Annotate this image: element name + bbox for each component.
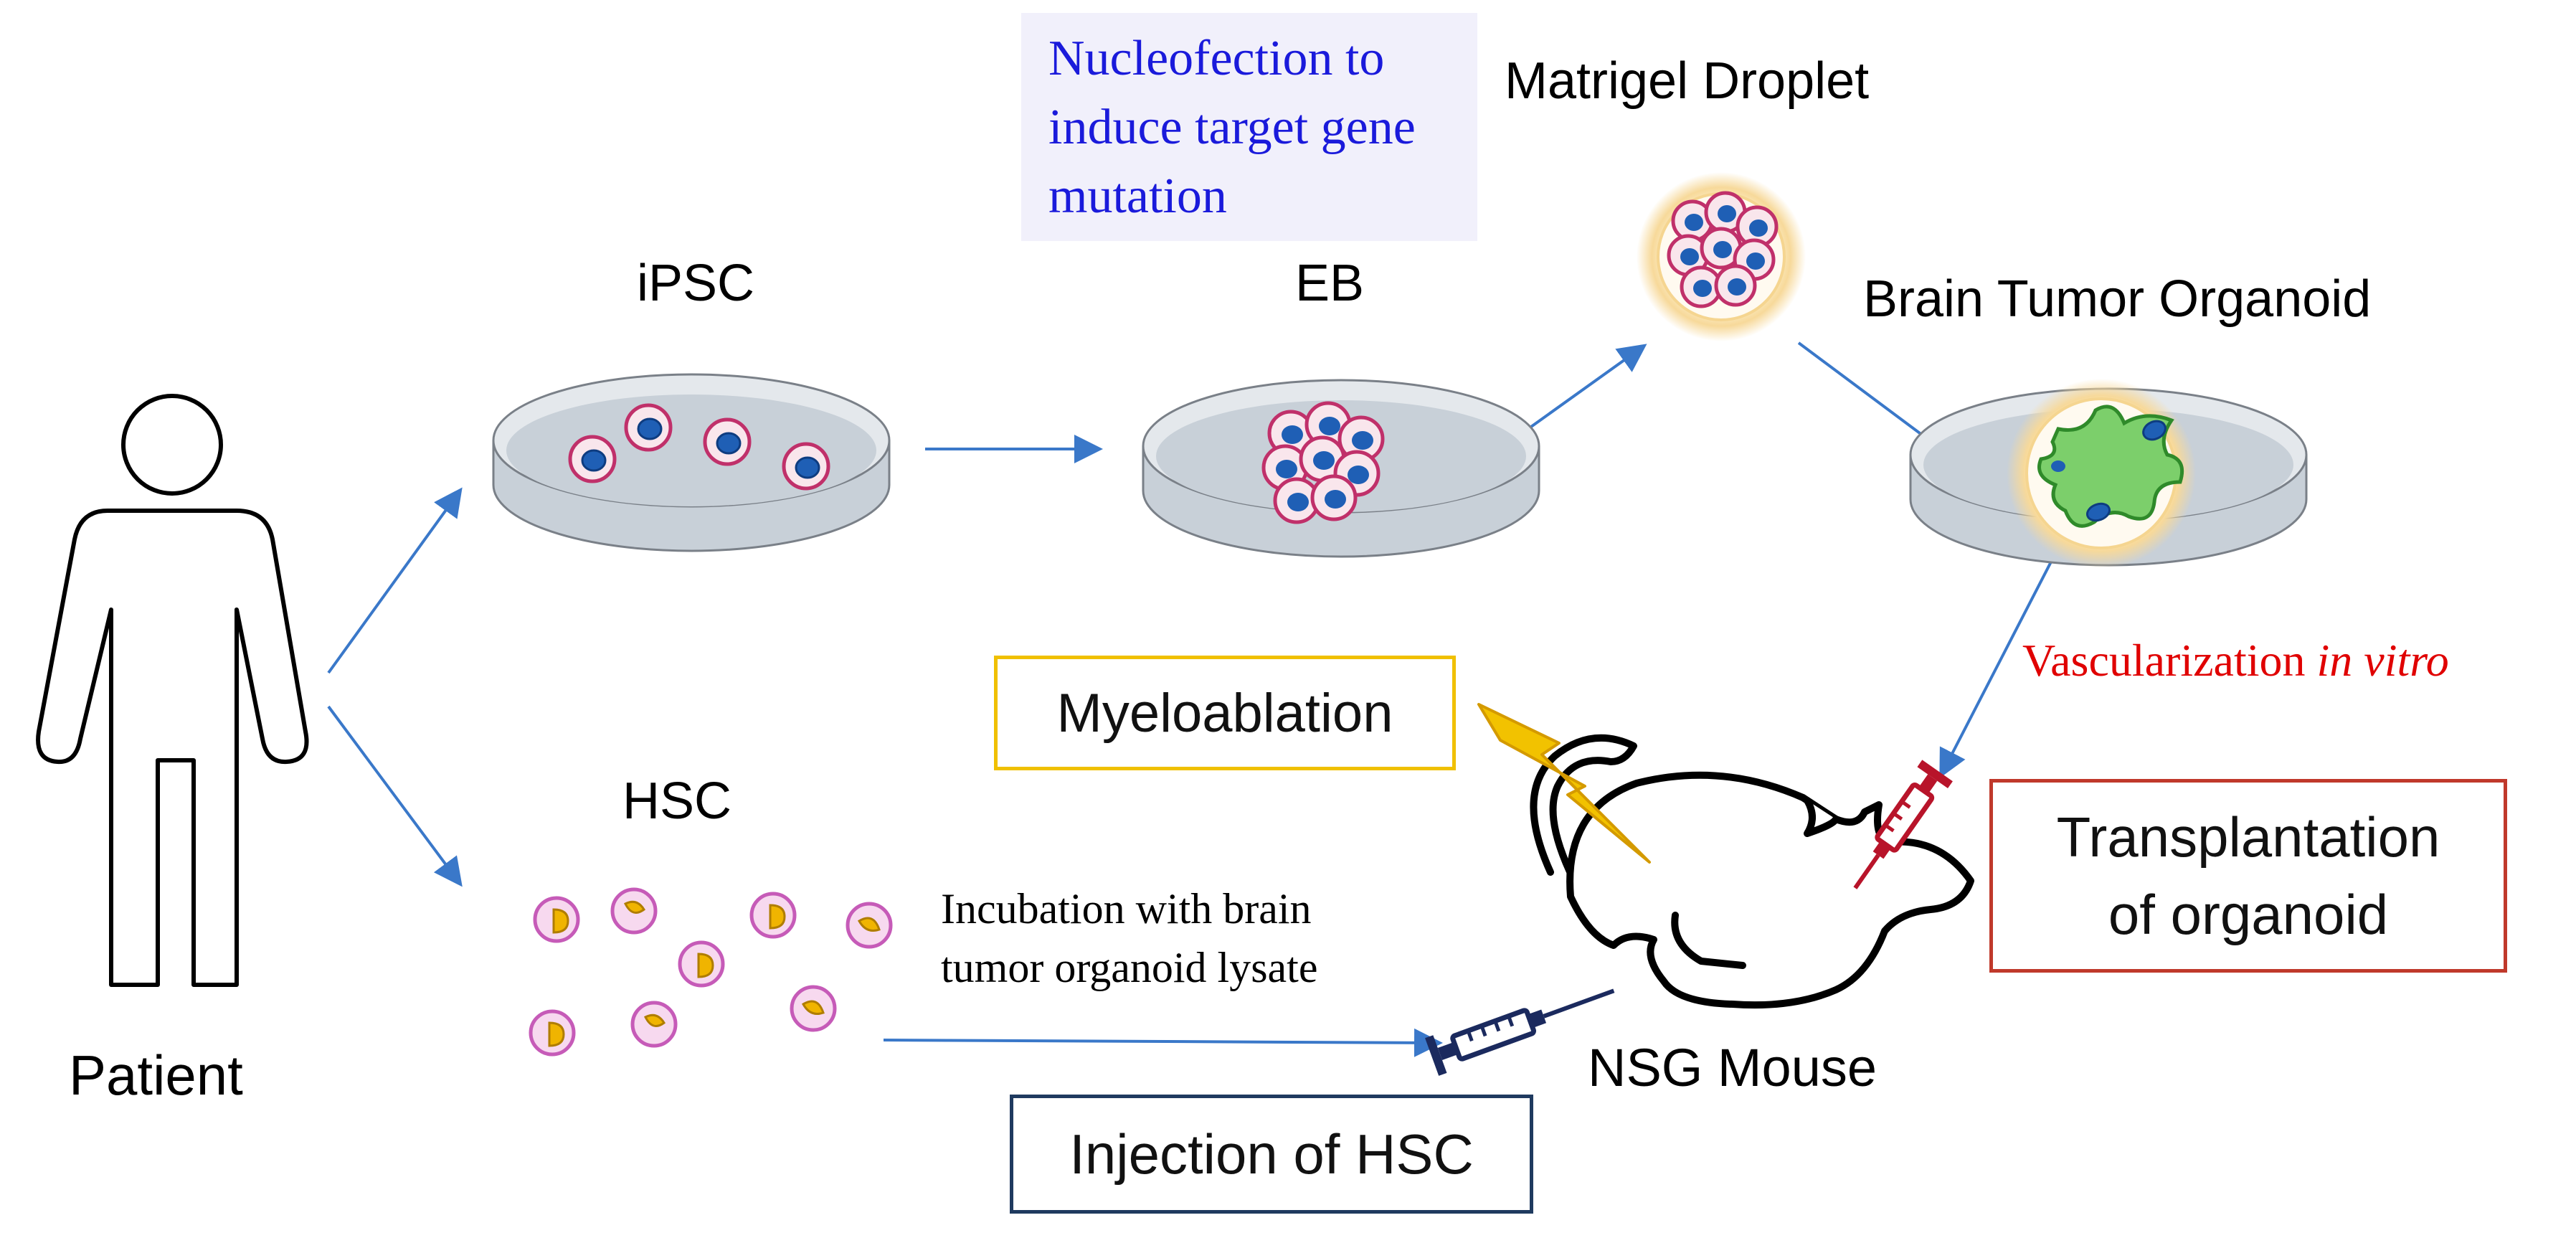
label-matrigel: Matrigel Droplet: [1505, 52, 1870, 110]
hsc-cell: [533, 896, 580, 943]
transplantation-line-1: Transplantation: [2056, 805, 2440, 869]
label-patient: Patient: [69, 1044, 243, 1107]
hsc-cell: [846, 902, 893, 949]
arrow-patient-to-hsc: [327, 705, 463, 887]
vascularization-text: Vascularization: [2022, 635, 2317, 686]
label-hsc: HSC: [622, 772, 732, 830]
hsc-cells: [529, 887, 893, 1057]
incubation-line-2: tumor organoid lysate: [941, 944, 1318, 991]
label-incubation: Incubation with brain tumor organoid lys…: [941, 879, 1317, 997]
matrigel-droplet: [1637, 172, 1806, 341]
label-vascularization: Vascularization in vitro: [2022, 634, 2449, 687]
incubation-line-1: Incubation with brain: [941, 885, 1312, 932]
nucleofection-line-1: Nucleofection to: [1048, 31, 1385, 86]
hsc-cell: [529, 1009, 576, 1057]
transplantation-line-2: of organoid: [2108, 883, 2389, 946]
myeloablation-box: Myeloablation: [994, 656, 1456, 770]
hsc-cell: [790, 985, 837, 1032]
mouse-leg: [1671, 912, 1746, 969]
nucleofection-note: Nucleofection to induce target gene muta…: [1021, 13, 1477, 241]
label-organoid: Brain Tumor Organoid: [1863, 270, 2372, 328]
syringe-navy-icon: [1425, 988, 1615, 1076]
injection-text: Injection of HSC: [1069, 1122, 1474, 1186]
injection-box: Injection of HSC: [1010, 1095, 1533, 1214]
arrow-patient-to-ipsc: [327, 487, 463, 674]
hsc-cell: [678, 940, 725, 988]
vascularization-italic: in vitro: [2316, 635, 2449, 686]
ipsc-cell: [568, 435, 617, 483]
myeloablation-text: Myeloablation: [1056, 682, 1393, 744]
arrows: [327, 341, 2061, 1057]
patient-body: [36, 509, 309, 987]
ipsc-cells: [568, 403, 830, 491]
hsc-cell: [749, 892, 797, 939]
ipsc-dish: [492, 373, 891, 552]
brain-tumor-organoid: [2007, 379, 2196, 568]
eb-cluster: [1261, 401, 1385, 524]
patient-figure: [36, 394, 309, 987]
arrow-hsc-to-mouse: [883, 1028, 1443, 1057]
hsc-cell: [630, 1001, 678, 1048]
patient-head: [121, 394, 223, 496]
nucleofection-line-2: induce target gene: [1048, 100, 1416, 155]
label-nsg-mouse: NSG Mouse: [1588, 1038, 1877, 1097]
lightning-icon: [1477, 703, 1651, 864]
syringe-red-icon: [1853, 760, 1953, 889]
label-ipsc: iPSC: [637, 255, 755, 312]
mouse-ear: [1804, 797, 1839, 837]
hsc-cell: [610, 887, 658, 935]
nsg-mouse: [1530, 734, 1974, 1009]
arrow-organoid-to-mouse: [1939, 544, 2061, 779]
transplantation-box: Transplantation of organoid: [1989, 779, 2507, 973]
label-eb: EB: [1295, 255, 1365, 312]
ipsc-cell: [624, 403, 673, 452]
ipsc-cell: [703, 417, 752, 466]
nucleofection-line-3: mutation: [1048, 169, 1227, 224]
ipsc-cell: [782, 442, 830, 491]
mouse-body: [1566, 771, 1974, 1009]
